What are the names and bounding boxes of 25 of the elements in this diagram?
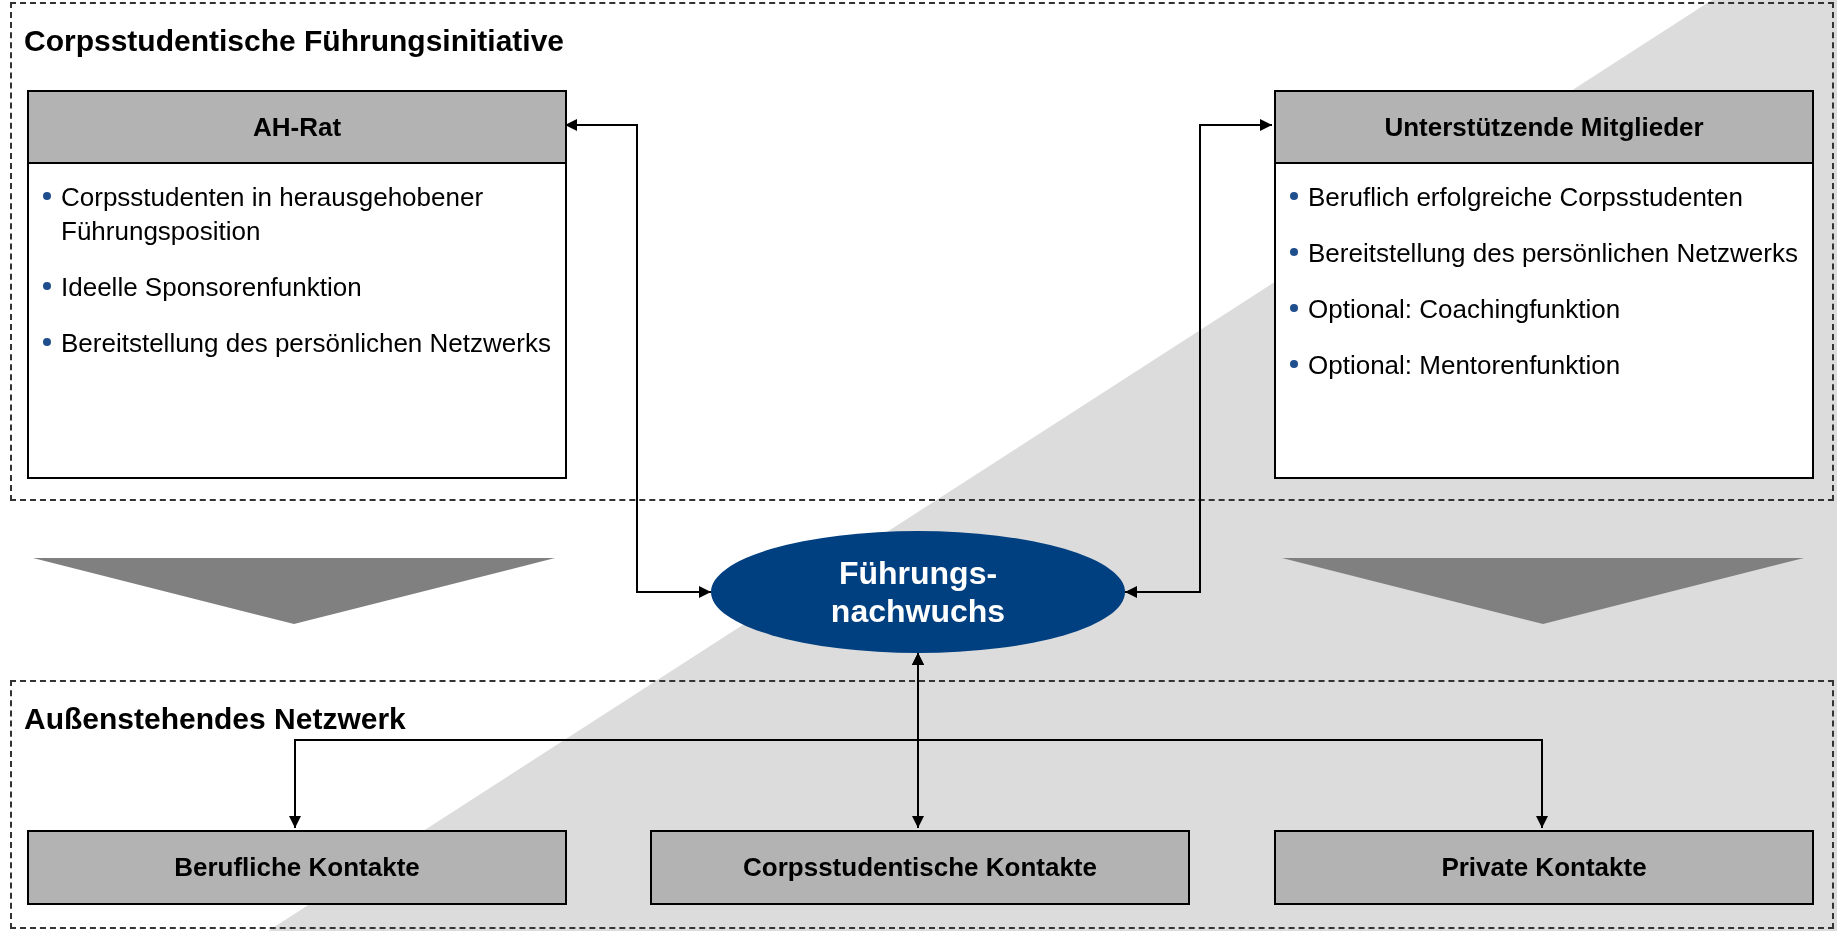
contact-box [650,830,1190,905]
group-title: Außenstehendes Netzwerk [24,701,406,737]
dashed-group-frame [10,680,1834,929]
contact-box [1274,830,1814,905]
contact-box [27,830,567,905]
connector-arrow [564,119,712,598]
connector-arrow [1124,119,1273,598]
bullet-text: Corpsstudenten in herausgehobener Führungsposition [61,181,485,248]
bullet-text: Optional: Coachingfunktion [1308,293,1621,326]
ellipse-label: Führungs- nachwuchs [829,554,1007,630]
bullet-text: Ideelle Sponsorenfunktion [61,271,362,304]
dashed-group-frame [10,2,1834,501]
bullet-text: Bereitstellung des persönlichen Netzwerks [61,327,551,360]
card-header: AH-Rat [29,92,565,164]
bullet-text: Bereitstellung des persönlichen Netzwerks [1308,237,1798,270]
connector-arrow [912,652,1548,829]
contact-label: Berufliche Kontakte [174,851,420,884]
contact-label: Private Kontakte [1441,851,1647,884]
bullet-text: Optional: Mentorenfunktion [1308,349,1621,382]
info-card [1274,90,1814,479]
card-header: Unterstützende Mitglieder [1276,92,1812,164]
group-title: Corpsstudentische Führungsinitiative [24,23,565,59]
contact-label: Corpsstudentische Kontakte [743,851,1097,884]
bullet-text: Beruflich erfolgreiche Corpsstudenten [1308,181,1744,214]
info-card [27,90,567,479]
